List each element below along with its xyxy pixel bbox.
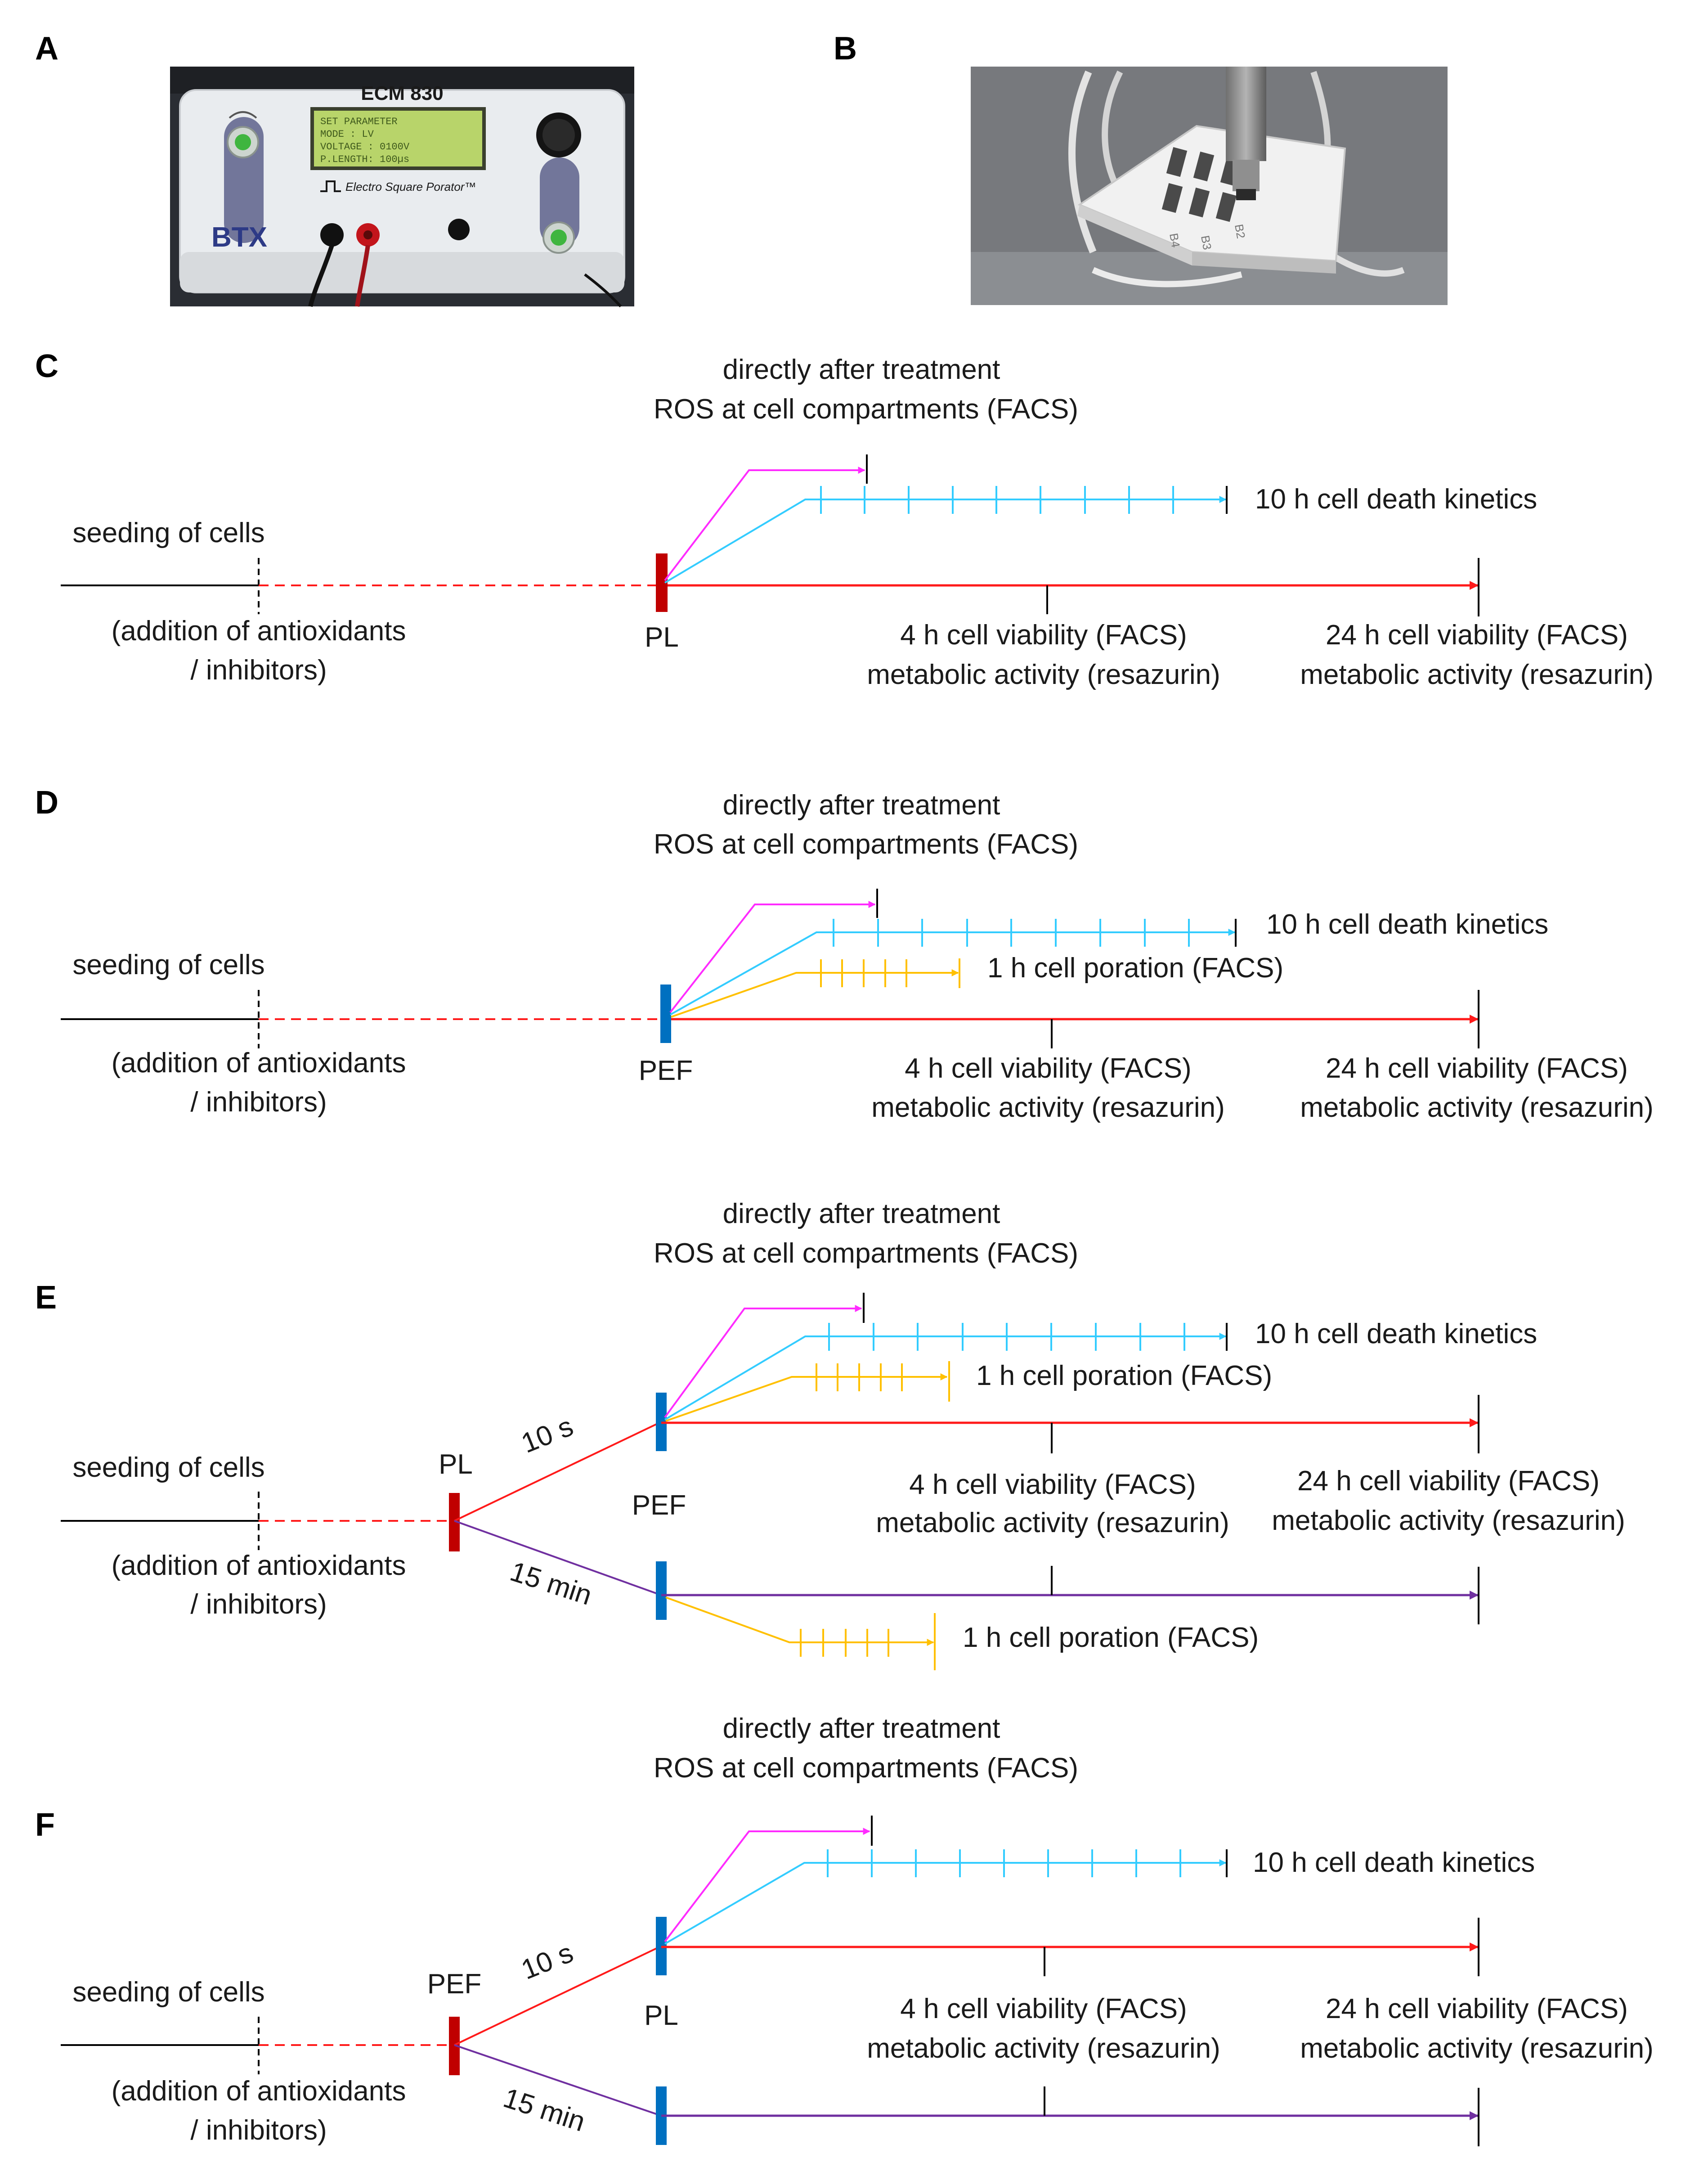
label-pl: PL	[644, 2000, 678, 2031]
label-cell-poration-late: 1 h cell poration (FACS)	[963, 1622, 1259, 1653]
lcd-display	[314, 111, 482, 166]
label-addition: (addition of antioxidants	[112, 616, 406, 647]
pef-treatment-marker-late	[656, 1561, 667, 1620]
label-viability-4h: 4 h cell viability (FACS)	[905, 1053, 1191, 1084]
label-cell-death: 10 h cell death kinetics	[1255, 1318, 1537, 1349]
label-seeding: seeding of cells	[72, 517, 264, 548]
label-inhibitors: / inhibitors)	[190, 655, 327, 686]
panel-f-timeline: directly after treatment ROS at cell com…	[61, 1713, 1654, 2146]
device-model-label: ECM 830	[361, 82, 443, 104]
label-pef: PEF	[639, 1055, 693, 1086]
sync-jack-icon	[448, 219, 470, 240]
label-metabolic-4h: metabolic activity (resazurin)	[871, 1092, 1225, 1123]
label-viability-4h: 4 h cell viability (FACS)	[900, 620, 1187, 651]
label-viability-24h: 24 h cell viability (FACS)	[1326, 1993, 1628, 2024]
label-viability-4h: 4 h cell viability (FACS)	[909, 1469, 1196, 1500]
label-metabolic-4h: metabolic activity (resazurin)	[867, 659, 1220, 690]
label-metabolic-4h: metabolic activity (resazurin)	[867, 2033, 1220, 2064]
label-metabolic-24h: metabolic activity (resazurin)	[1300, 2033, 1654, 2064]
label-cell-death: 10 h cell death kinetics	[1266, 909, 1548, 940]
label-directly-after-treatment: directly after treatment	[723, 1713, 1000, 1744]
label-viability-24h: 24 h cell viability (FACS)	[1326, 1053, 1628, 1084]
device-product-label: Electro Square Porator™	[345, 180, 476, 193]
label-addition: (addition of antioxidants	[112, 1550, 406, 1581]
panel-label-f: F	[35, 1807, 55, 1843]
lcd-line-2: MODE : LV	[320, 129, 374, 140]
label-ros-facs: ROS at cell compartments (FACS)	[654, 1238, 1078, 1269]
label-seeding: seeding of cells	[72, 1977, 264, 2008]
label-cell-death: 10 h cell death kinetics	[1253, 1847, 1535, 1878]
label-15min: 15 min	[500, 2082, 589, 2138]
label-pl: PL	[439, 1449, 473, 1480]
label-seeding: seeding of cells	[72, 949, 264, 980]
panel-label-c: C	[35, 348, 58, 384]
panel-label-d: D	[35, 785, 58, 821]
label-ros-facs: ROS at cell compartments (FACS)	[654, 394, 1078, 425]
panel-e-timeline: directly after treatment ROS at cell com…	[61, 1198, 1625, 1670]
label-10s: 10 s	[517, 1411, 578, 1459]
pulse-icon	[320, 180, 341, 192]
lcd-line-3: VOLTAGE : 0100V	[320, 141, 410, 153]
label-directly-after-treatment: directly after treatment	[723, 354, 1000, 385]
label-viability-24h: 24 h cell viability (FACS)	[1297, 1466, 1600, 1497]
label-seeding: seeding of cells	[72, 1452, 264, 1483]
label-inhibitors: / inhibitors)	[190, 1589, 327, 1620]
photo-electroporator: ECM 830 SET PARAMETER MODE : LV VOLTAGE …	[170, 67, 634, 308]
label-15min: 15 min	[507, 1556, 596, 1611]
label-ros-facs: ROS at cell compartments (FACS)	[654, 1753, 1078, 1784]
label-pef: PEF	[632, 1490, 686, 1521]
label-pl: PL	[645, 622, 679, 653]
panel-d-timeline: directly after treatment ROS at cell com…	[61, 790, 1654, 1123]
label-addition: (addition of antioxidants	[112, 2076, 406, 2107]
label-cell-death: 10 h cell death kinetics	[1255, 484, 1537, 515]
label-metabolic-24h: metabolic activity (resazurin)	[1300, 1092, 1654, 1123]
panel-c-timeline: directly after treatment ROS at cell com…	[61, 354, 1654, 690]
well-label-b4: B4	[1167, 232, 1183, 249]
panel-label-a: A	[35, 31, 58, 67]
well-label-b3: B3	[1198, 234, 1214, 251]
label-metabolic-4h: metabolic activity (resazurin)	[876, 1507, 1229, 1538]
lcd-line-1: SET PARAMETER	[320, 116, 398, 127]
label-metabolic-24h: metabolic activity (resazurin)	[1272, 1505, 1625, 1536]
label-inhibitors: / inhibitors)	[190, 1087, 327, 1118]
panel-label-b: B	[834, 31, 857, 67]
photo-electrode-plate: B4 B3 B2	[971, 67, 1448, 305]
pef-treatment-marker	[660, 985, 671, 1043]
label-directly-after-treatment: directly after treatment	[723, 790, 1000, 821]
label-metabolic-24h: metabolic activity (resazurin)	[1300, 659, 1654, 690]
label-viability-4h: 4 h cell viability (FACS)	[900, 1993, 1187, 2024]
label-directly-after-treatment: directly after treatment	[723, 1198, 1000, 1229]
label-cell-poration: 1 h cell poration (FACS)	[976, 1360, 1272, 1391]
panel-label-e: E	[35, 1280, 57, 1316]
label-addition: (addition of antioxidants	[112, 1048, 406, 1079]
label-viability-24h: 24 h cell viability (FACS)	[1326, 620, 1628, 651]
label-ros-facs: ROS at cell compartments (FACS)	[654, 829, 1078, 860]
label-cell-poration: 1 h cell poration (FACS)	[987, 953, 1283, 984]
brand-logo: BTX	[211, 222, 267, 253]
label-pef: PEF	[427, 1969, 482, 2000]
label-inhibitors: / inhibitors)	[190, 2115, 327, 2146]
lcd-line-4: P.LENGTH: 100µs	[320, 154, 409, 165]
label-10s: 10 s	[517, 1937, 578, 1986]
well-label-b2: B2	[1232, 223, 1248, 240]
